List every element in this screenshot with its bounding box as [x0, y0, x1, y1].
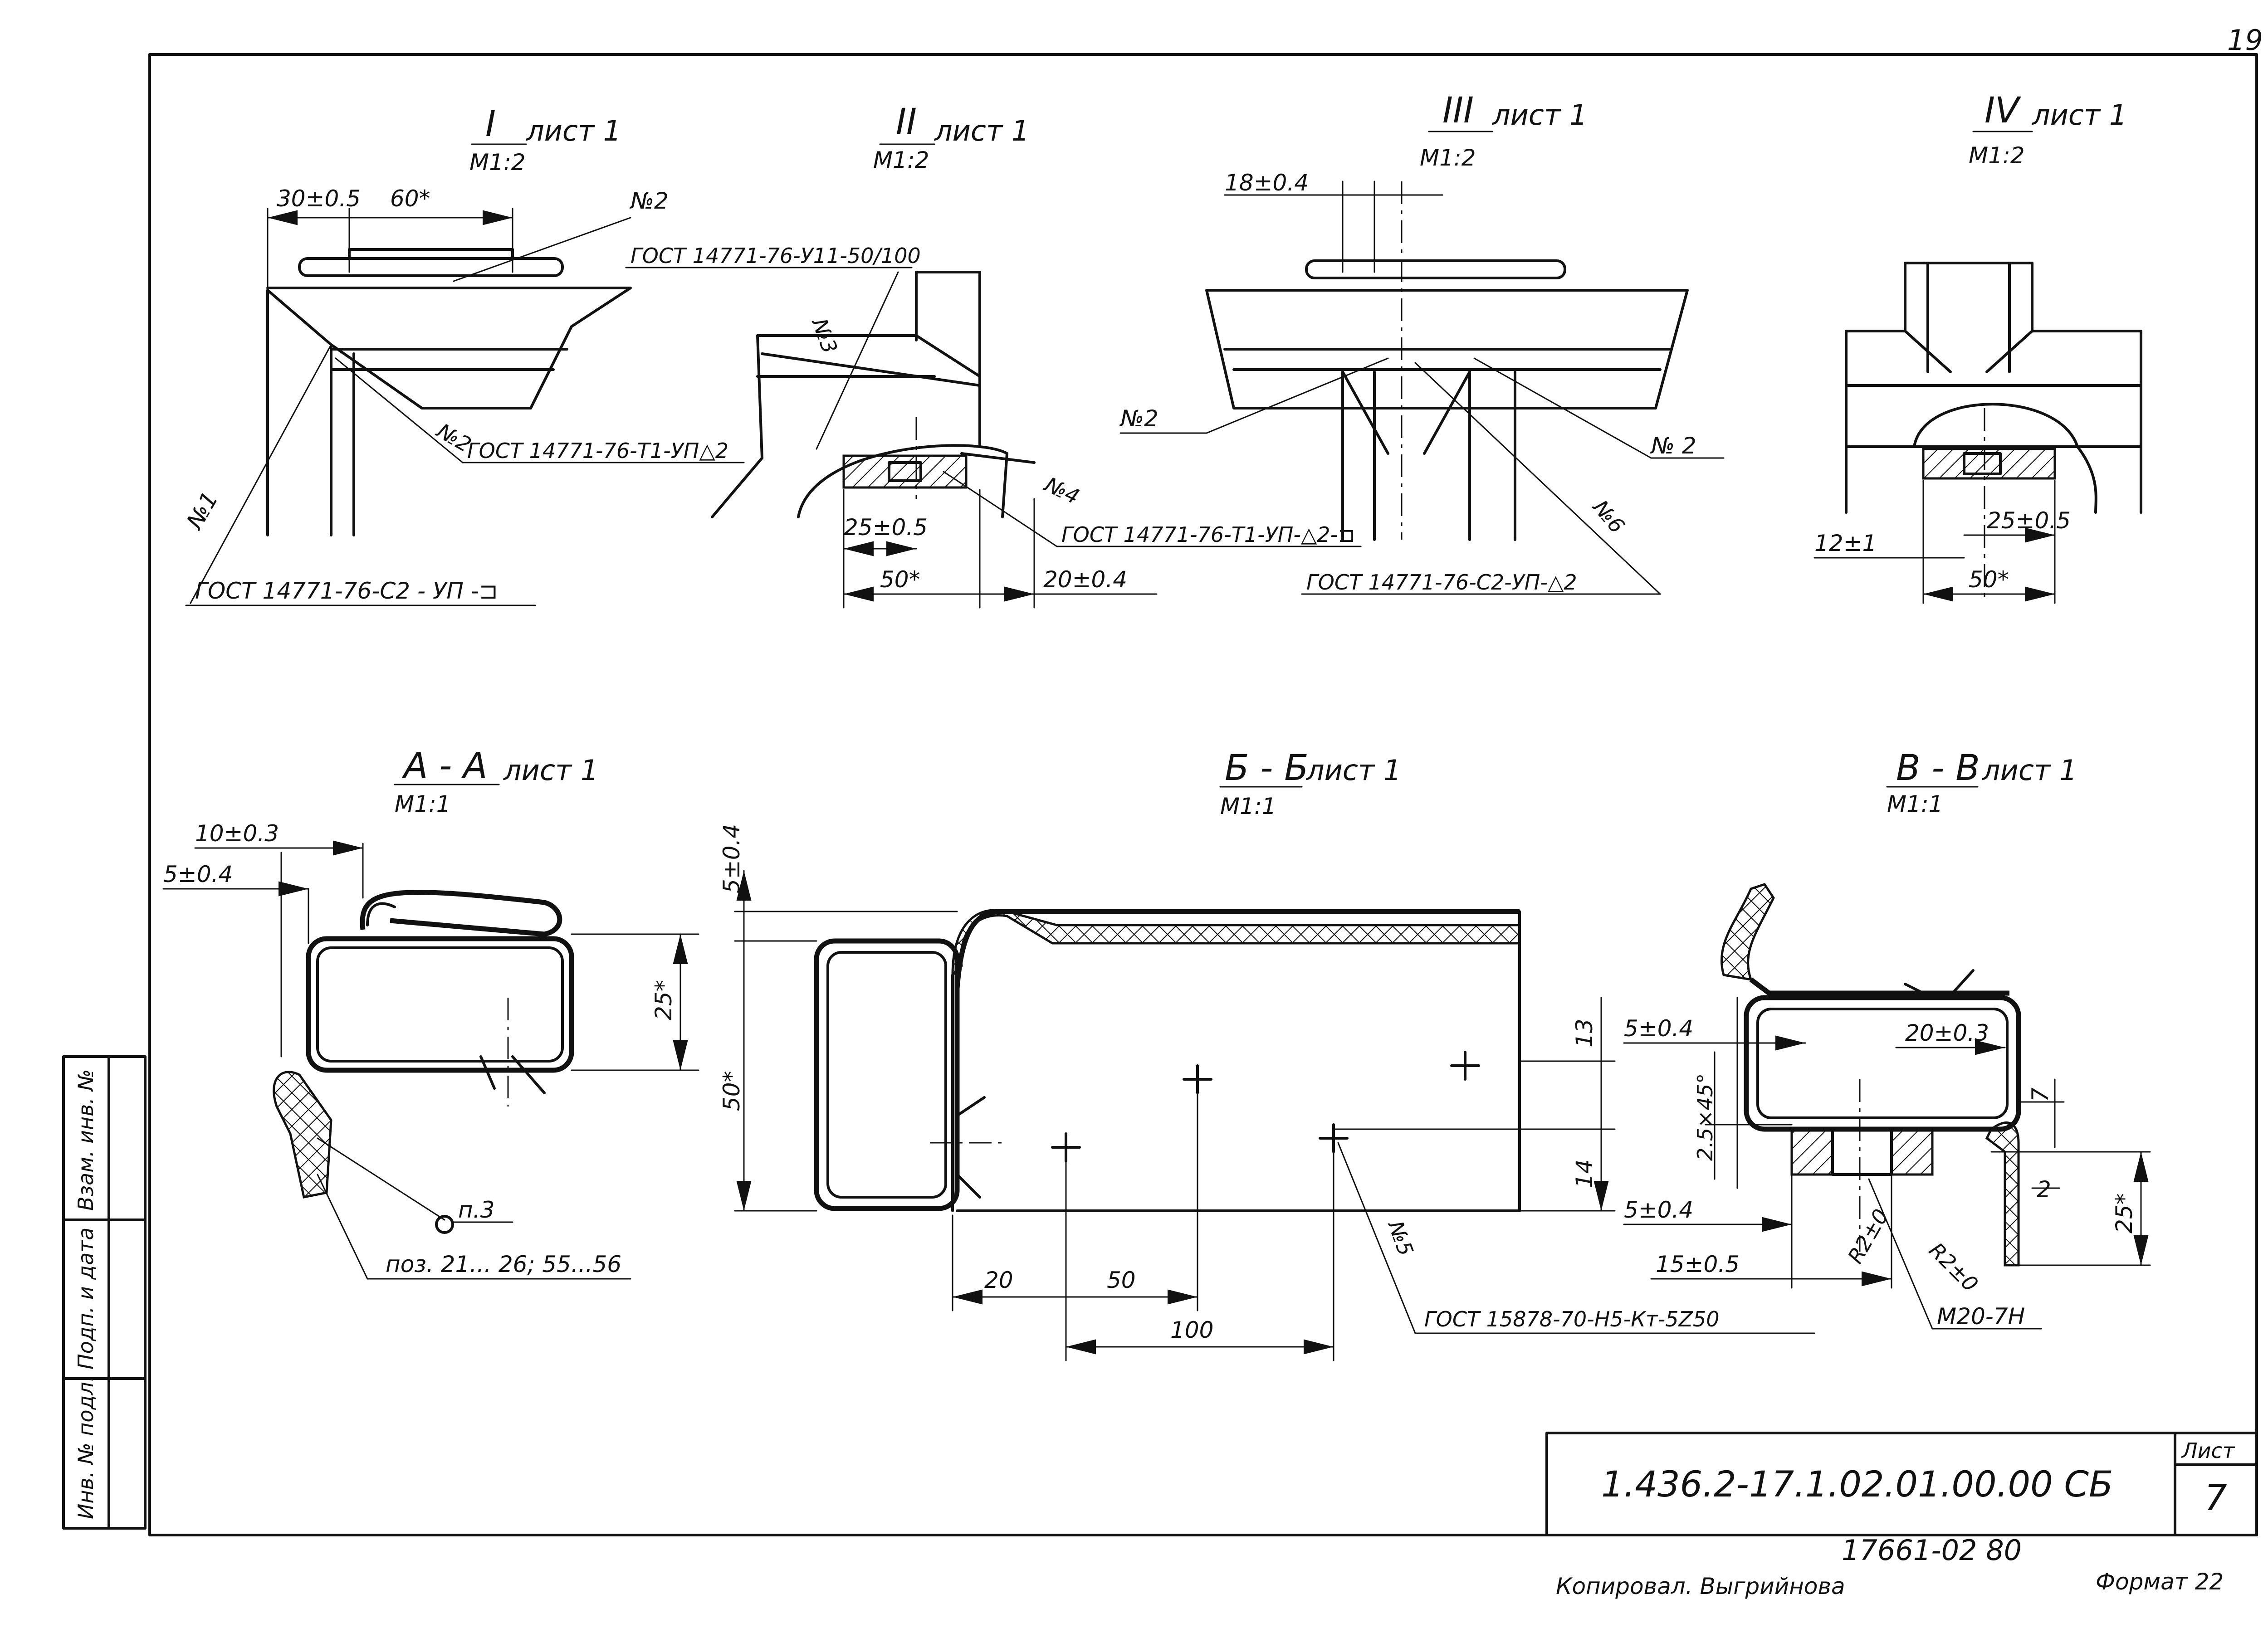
- dim-v-25x45: 2.5×45°: [1693, 1073, 1717, 1161]
- section-AA-label: A - A: [401, 746, 487, 786]
- std-s5: ГОСТ 14771-76-С2-УП-△2: [1306, 570, 1577, 595]
- dim-20-II: 20±0.4: [1043, 566, 1127, 593]
- dim-v-5b: 5±0.4: [1624, 1197, 1693, 1223]
- view-I-scale: M1:2: [469, 149, 526, 175]
- note-positions: поз. 21... 26; 55...56: [386, 1251, 621, 1277]
- view-III-scale: M1:2: [1420, 145, 1476, 171]
- dim-5-AA: 5±0.4: [163, 861, 233, 887]
- page-number: 19: [2227, 24, 2263, 57]
- side-stamp-replace: Взам. инв. №: [73, 1069, 98, 1211]
- view-II-scale: M1:2: [873, 147, 929, 173]
- dim-14: 14: [1571, 1159, 1598, 1188]
- dim-20-BB: 20: [984, 1267, 1013, 1293]
- view-II: II лист 1 M1:2 ГОСТ 14771-76-У11-50/100 …: [625, 102, 1362, 609]
- section-VV-scale: M1:1: [1887, 791, 1943, 817]
- title-block: 1.436.2-17.1.02.01.00.00 СБ Лист 7: [1545, 1432, 2258, 1536]
- side-stamp: Инв. № подл. Подп. и дата Взам. инв. №: [62, 1055, 147, 1530]
- dim-50-IV: 50*: [1969, 566, 2009, 593]
- view-I-sheet: лист 1: [526, 114, 621, 147]
- view-IV-scale: M1:2: [1969, 142, 2025, 169]
- view-IV-sheet: лист 1: [2032, 98, 2127, 132]
- std-s3: ГОСТ 14771-76-С2 - УП -⊐: [195, 578, 498, 604]
- view-III-sheet: лист 1: [1492, 98, 1587, 132]
- dim-v-R2: R2±0: [1924, 1238, 1983, 1297]
- view-II-sheet: лист 1: [934, 114, 1029, 147]
- view-II-numeral: II: [896, 102, 917, 142]
- weld-n2-view1: №2: [629, 188, 669, 214]
- dim-25s-AA: 25*: [650, 980, 677, 1020]
- dim-v-5a: 5±0.4: [1624, 1015, 1693, 1042]
- section-AA-sheet: лист 1: [503, 754, 598, 787]
- view-III-numeral: III: [1442, 90, 1474, 131]
- weld-n4: №4: [1040, 472, 1083, 509]
- dim-30: 30±0.5: [277, 185, 361, 212]
- dim-50s-BB: 50*: [719, 1071, 745, 1111]
- view-IV: IV лист 1 M1:2 25±0.5 12±1 50*: [1813, 90, 2142, 604]
- archive-number: 17661-02 80: [1842, 1534, 2022, 1567]
- dim-10: 10±0.3: [195, 820, 279, 847]
- dim-18: 18±0.4: [1225, 170, 1309, 196]
- section-BB-sheet: лист 1: [1306, 754, 1401, 787]
- weld-n3: №3: [807, 314, 842, 356]
- title-block-sheet-no: 7: [2204, 1478, 2227, 1519]
- view-IV-numeral: IV: [1984, 90, 2021, 131]
- std-s4: ГОСТ 14771-76-Т1-УП-△2-⊐: [1061, 522, 1355, 547]
- dim-100: 100: [1170, 1317, 1213, 1343]
- title-block-code: 1.436.2-17.1.02.01.00.00 СБ: [1601, 1464, 2113, 1505]
- dim-13: 13: [1571, 1019, 1598, 1048]
- std-s1: ГОСТ 14771-76-У11-50/100: [631, 244, 921, 268]
- dim-50-II: 50*: [880, 566, 920, 593]
- dim-v-2: 2: [2037, 1176, 2051, 1203]
- dim-v-R1: R2±0: [1843, 1205, 1893, 1268]
- section-BB-scale: M1:1: [1220, 793, 1276, 819]
- weld-n2-view3b: № 2: [1650, 433, 1696, 459]
- section-AA-scale: M1:1: [395, 791, 451, 817]
- dim-v-20: 20±0.3: [1905, 1020, 1989, 1046]
- std-s6: ГОСТ 15878-70-Н5-Кт-5Z50: [1424, 1307, 1720, 1331]
- section-AA: A - A лист 1 M1:1 10±0.3 5±0.4 25* п.3 п…: [162, 746, 699, 1280]
- section-VV-sheet: лист 1: [1982, 754, 2077, 787]
- dim-25-IV: 25±0.5: [1987, 507, 2071, 534]
- footer-format: Формат 22: [2096, 1569, 2224, 1595]
- section-VV-label: В - В: [1896, 748, 1980, 789]
- dim-5-BB: 5±0.4: [719, 824, 745, 893]
- dim-50-BB: 50: [1107, 1267, 1136, 1293]
- dim-v-M20: M20-7H: [1937, 1303, 2025, 1330]
- dim-25-II: 25±0.5: [844, 514, 928, 541]
- side-stamp-inv: Инв. № подл.: [73, 1375, 98, 1519]
- section-VV: В - В лист 1 M1:1 5±0.4 20±0.3 2.5×45° 7…: [1623, 748, 2151, 1330]
- weld-n5: №5: [1383, 1216, 1418, 1259]
- dim-12: 12±1: [1814, 530, 1877, 556]
- std-s2: ГОСТ 14771-76-Т1-УП△2: [467, 439, 728, 463]
- weld-n2-view3a: №2: [1119, 405, 1158, 432]
- title-block-sheet-label: Лист: [2181, 1438, 2235, 1463]
- footer-copied: Копировал. Выгрийнова: [1556, 1573, 1845, 1599]
- dim-v-15: 15±0.5: [1656, 1251, 1740, 1277]
- view-III: III лист 1 M1:2 18±0.4 №2 № 2 №6 ГОСТ 14…: [1119, 90, 1725, 595]
- view-I: I лист 1 M1:2 30±0.5 60* №2 №2 ГОСТ 1477…: [181, 104, 745, 606]
- dim-v-25s: 25*: [2111, 1193, 2137, 1233]
- note-p3: п.3: [458, 1197, 494, 1223]
- side-stamp-sign: Подп. и дата: [73, 1228, 98, 1370]
- dim-60: 60*: [390, 185, 430, 212]
- section-BB: Б - Б лист 1 M1:1 5±0.4 50* 13 14: [719, 748, 1815, 1361]
- section-BB-label: Б - Б: [1225, 748, 1309, 789]
- view-I-numeral: I: [485, 104, 496, 145]
- weld-n1: №1: [181, 487, 224, 534]
- dim-v-7: 7: [2027, 1087, 2053, 1102]
- sheet-frame: [148, 53, 2258, 1536]
